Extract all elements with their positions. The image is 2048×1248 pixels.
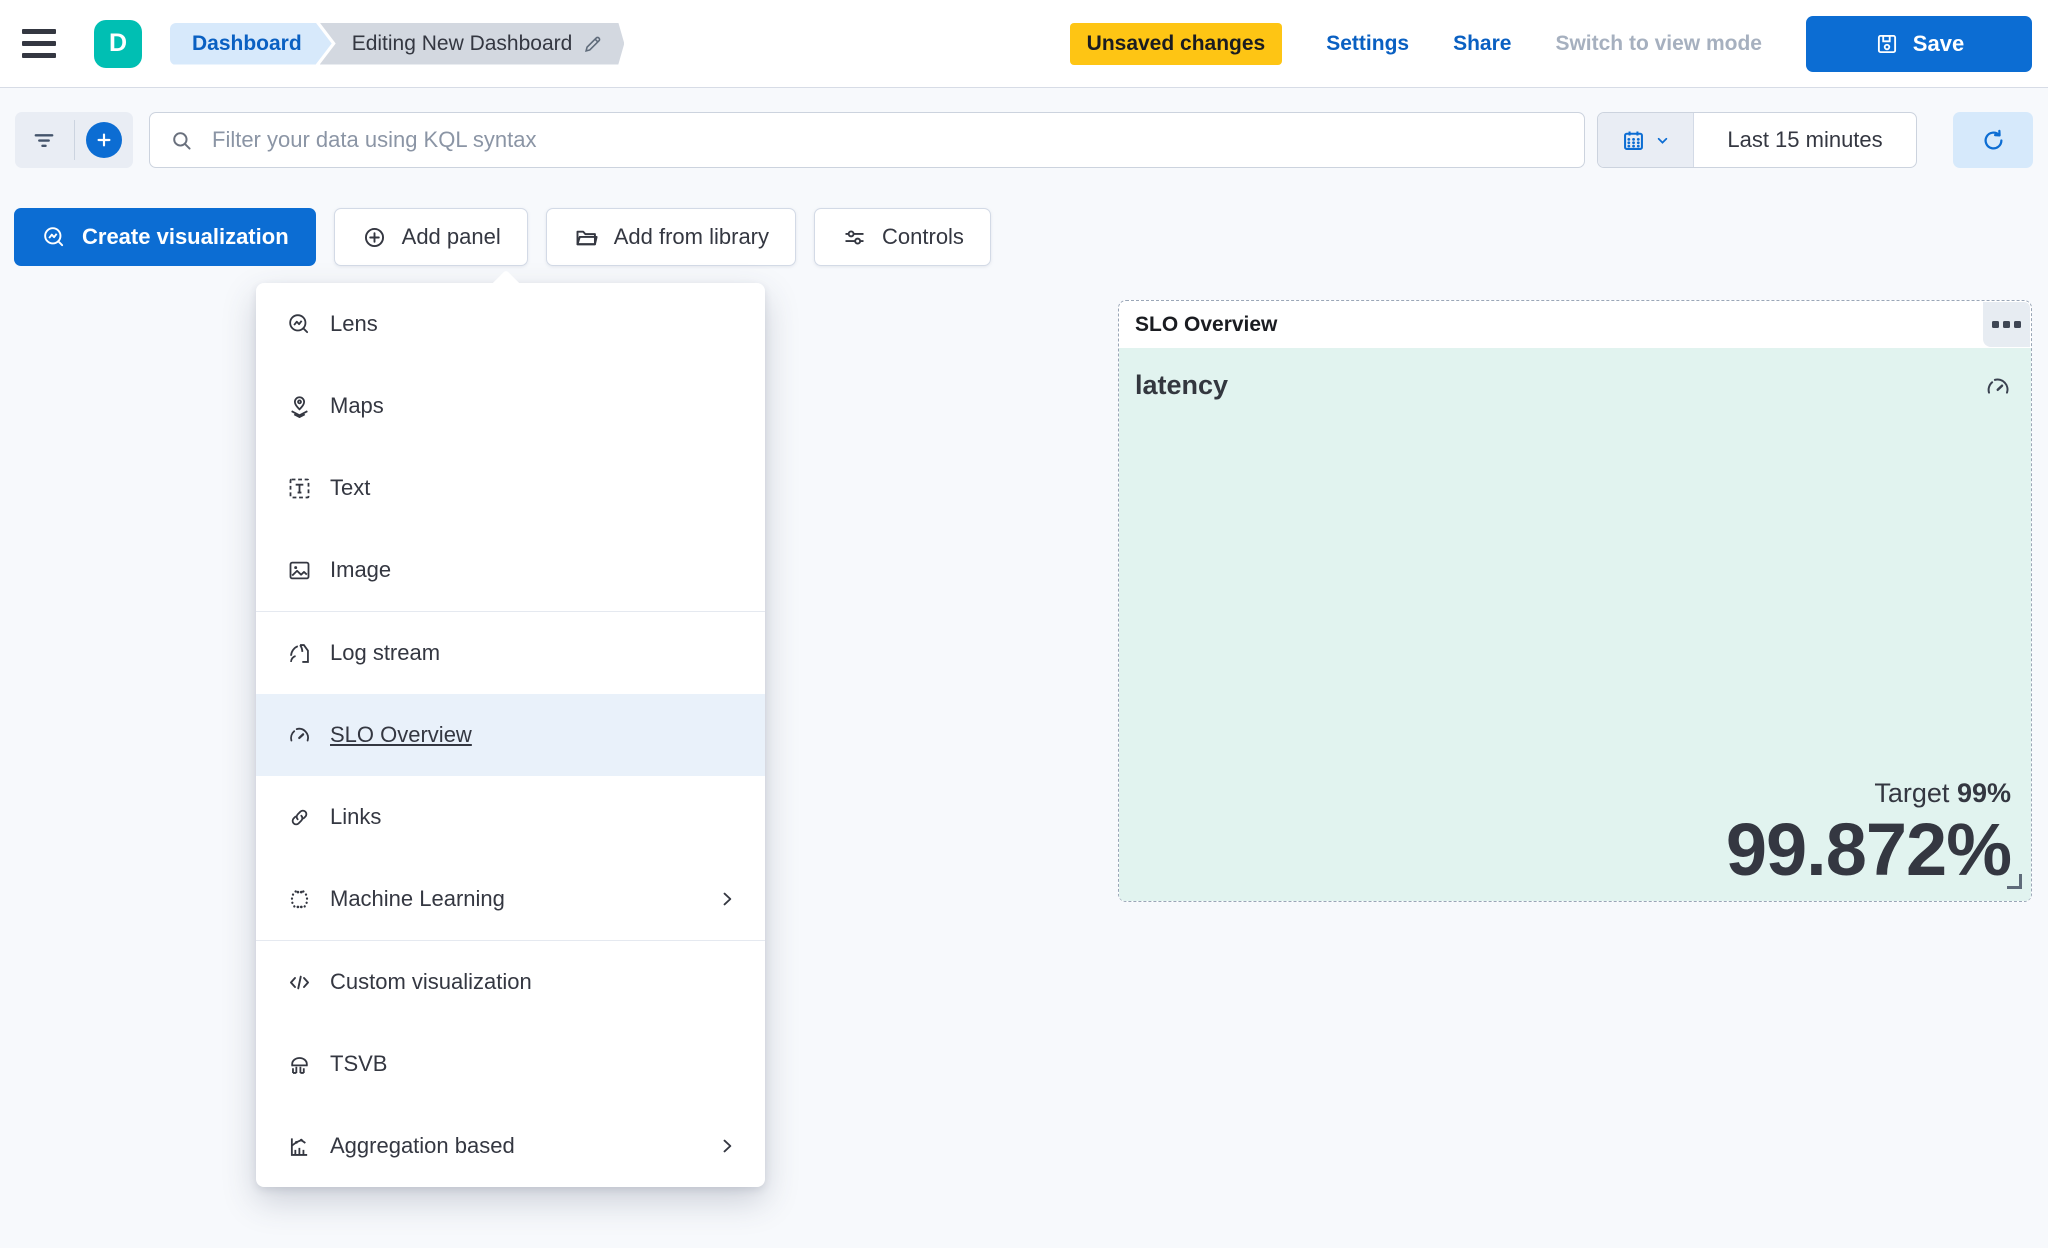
add-from-library-button[interactable]: Add from library	[545, 208, 797, 266]
save-floppy-icon	[1874, 31, 1900, 57]
chevron-right-icon	[723, 1139, 732, 1153]
slo-value: 99.872%	[1725, 808, 2012, 891]
calendar-dropdown-button[interactable]	[1598, 113, 1694, 167]
settings-link[interactable]: Settings	[1326, 31, 1410, 55]
lens-icon	[44, 226, 64, 246]
lens-icon	[289, 313, 309, 333]
menu-item-label: Machine Learning	[330, 886, 505, 911]
ellipsis-icon	[2003, 321, 2010, 328]
menu-item-label: Maps	[330, 393, 384, 418]
panel-header[interactable]: SLO Overview	[1119, 301, 2031, 348]
panel-resize-handle[interactable]	[2007, 874, 2022, 889]
top-header: D Dashboard Editing New Dashboard Unsave…	[0, 0, 2048, 88]
panel-title: SLO Overview	[1135, 312, 1278, 336]
filter-icon-button[interactable]	[15, 112, 74, 168]
add-filter-button[interactable]	[75, 112, 134, 168]
machine-learning-icon	[290, 889, 309, 909]
create-visualization-button[interactable]: Create visualization	[14, 208, 316, 266]
menu-item-label: Lens	[330, 311, 378, 336]
panel-context-menu-button[interactable]	[1983, 302, 2030, 347]
sliders-icon	[845, 229, 864, 245]
save-button[interactable]: Save	[1806, 15, 2032, 72]
ellipsis-icon	[1992, 321, 1999, 328]
slo-metric-block: Target 99% 99.872%	[1725, 778, 2012, 891]
kql-search	[149, 112, 1585, 168]
breadcrumb-dashboard[interactable]: Dashboard	[170, 23, 332, 65]
add-panel-button[interactable]: Add panel	[333, 208, 528, 266]
menu-item-machine-learning[interactable]: Machine Learning	[256, 858, 765, 940]
menu-item-label: Text	[330, 475, 371, 500]
menu-item-maps[interactable]: Maps	[256, 365, 765, 447]
ellipsis-icon	[2014, 321, 2021, 328]
slo-target: Target 99%	[1726, 778, 2011, 809]
text-icon	[289, 478, 310, 498]
menu-item-image[interactable]: Image	[256, 529, 765, 611]
calendar-icon	[1624, 131, 1643, 150]
menu-hamburger-icon[interactable]	[22, 21, 68, 67]
menu-item-aggregation-based[interactable]: Aggregation based	[256, 1105, 765, 1187]
time-range-value[interactable]: Last 15 minutes	[1727, 127, 1883, 152]
chevron-right-icon	[723, 892, 732, 906]
menu-item-label: Image	[330, 557, 392, 582]
add-panel-menu: Lens Maps Text Image	[256, 269, 765, 1187]
search-icon	[169, 128, 195, 154]
target-label: Target	[1874, 778, 1950, 808]
menu-item-custom-visualization[interactable]: Custom visualization	[256, 941, 765, 1023]
unsaved-changes-badge: Unsaved changes	[1069, 22, 1283, 65]
controls-button[interactable]: Controls	[814, 208, 991, 266]
create-visualization-label: Create visualization	[82, 224, 289, 249]
filter-button-group	[15, 112, 133, 168]
share-link[interactable]: Share	[1453, 31, 1512, 55]
space-avatar[interactable]: D	[94, 19, 142, 68]
gauge-icon	[290, 727, 309, 741]
edit-toolbar: Create visualization Add panel Add from …	[0, 208, 2048, 266]
code-icon	[289, 975, 310, 989]
menu-item-links[interactable]: Links	[256, 776, 765, 858]
folder-icon	[576, 230, 598, 245]
menu-item-label: TSVB	[330, 1051, 388, 1076]
plus-circle-icon	[85, 122, 122, 158]
menu-item-slo-overview[interactable]: SLO Overview	[256, 694, 765, 776]
maps-icon	[291, 395, 308, 418]
menu-item-text[interactable]: Text	[256, 447, 765, 529]
pencil-icon	[582, 33, 604, 55]
menu-item-lens[interactable]: Lens	[256, 283, 765, 365]
menu-item-label: SLO Overview	[330, 722, 472, 747]
time-range-picker: Last 15 minutes	[1597, 112, 1917, 168]
tsvb-icon	[291, 1056, 308, 1074]
log-stream-icon	[290, 643, 309, 663]
link-icon	[291, 809, 308, 825]
slo-metric-name: latency	[1135, 370, 1229, 400]
menu-separator	[256, 611, 765, 612]
menu-item-label: Custom visualization	[330, 969, 532, 994]
add-panel-label: Add panel	[401, 224, 501, 249]
menu-item-log-stream[interactable]: Log stream	[256, 612, 765, 694]
kql-search-input[interactable]	[149, 112, 1585, 168]
image-icon	[289, 561, 310, 579]
switch-view-mode-link[interactable]: Switch to view mode	[1555, 31, 1762, 55]
target-value: 99%	[1956, 778, 2011, 808]
menu-item-label: Log stream	[330, 640, 441, 665]
slo-overview-panel: SLO Overview latency Target 99% 99.872%	[1118, 300, 2032, 902]
filter-icon	[34, 134, 54, 148]
breadcrumb-current-label: Editing New Dashboard	[351, 31, 573, 55]
aggregation-icon	[290, 1137, 308, 1156]
breadcrumb-current[interactable]: Editing New Dashboard	[320, 23, 625, 65]
controls-label: Controls	[882, 224, 964, 249]
menu-item-tsvb[interactable]: TSVB	[256, 1023, 765, 1105]
gauge-icon	[1983, 372, 2013, 402]
breadcrumb: Dashboard Editing New Dashboard	[170, 23, 624, 65]
slo-panel-body: latency Target 99% 99.872%	[1119, 348, 2031, 901]
plus-in-circle-icon	[364, 227, 384, 247]
add-from-library-label: Add from library	[613, 224, 770, 249]
menu-separator	[256, 940, 765, 941]
chevron-down-icon	[1657, 137, 1668, 144]
refresh-icon	[1984, 129, 2002, 149]
menu-item-label: Aggregation based	[330, 1133, 515, 1158]
refresh-button[interactable]	[1953, 112, 2033, 168]
save-button-label: Save	[1912, 30, 1965, 56]
menu-item-label: Links	[330, 804, 382, 829]
query-bar: Last 15 minutes	[0, 88, 2048, 168]
